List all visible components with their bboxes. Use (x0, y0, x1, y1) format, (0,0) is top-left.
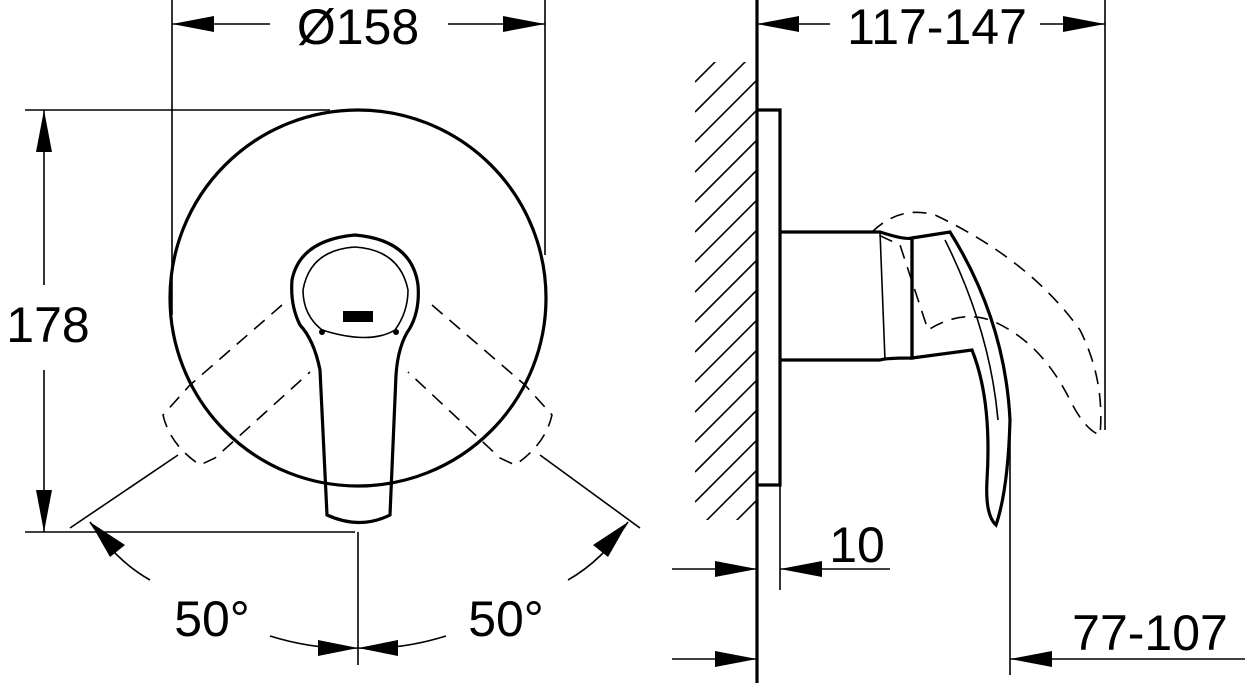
depth-range-label: 117-147 (847, 0, 1027, 55)
wall-hatching (695, 62, 757, 520)
lever-handle-side (910, 230, 1012, 528)
lever-position-left-dashed (162, 304, 311, 466)
height-arrow-bottom (36, 490, 52, 532)
handle-range-label: 77-107 (1072, 605, 1228, 661)
angle-right-label: 50° (468, 591, 544, 647)
depth-arrow-right (1063, 16, 1105, 32)
angle-arrow-left-lower (318, 640, 358, 656)
angle-left-label: 50° (174, 591, 250, 647)
diameter-arrow-left (172, 16, 214, 32)
angle-arrow-left-upper (90, 522, 125, 557)
lever-position-right-dashed (407, 304, 553, 466)
screw-dot-right (393, 329, 399, 335)
escutcheon-plate (168, 108, 548, 488)
angle-arrow-right-upper (593, 522, 628, 557)
handle-arrow-left (715, 651, 757, 667)
side-body-edge (879, 231, 886, 361)
handle-arrow-right (1010, 651, 1052, 667)
lever-handle-inner (302, 246, 409, 339)
side-valve-body (780, 230, 914, 362)
angle-arrow-right-lower (358, 640, 398, 656)
front-view: Ø158 178 50° 50° (6, 0, 641, 665)
diameter-label: Ø158 (297, 0, 419, 55)
lever-handle-front (290, 233, 420, 525)
plate-arrow-left (715, 561, 757, 577)
diameter-arrow-right (503, 16, 545, 32)
lever-side-raised-dashed (870, 211, 1102, 437)
plate-arrow-right (780, 561, 822, 577)
height-arrow-top (36, 110, 52, 152)
screw-dot-left (319, 329, 325, 335)
side-view: 117-147 10 77-107 (672, 0, 1245, 683)
temperature-indicator (343, 311, 373, 322)
depth-arrow-left (757, 16, 799, 32)
angle-line-left (69, 454, 179, 529)
lever-handle-side-inner (944, 239, 999, 421)
side-escutcheon-plate (757, 108, 782, 487)
angle-line-right (539, 454, 641, 529)
height-label: 178 (6, 297, 89, 353)
plate-thickness-label: 10 (829, 517, 885, 573)
